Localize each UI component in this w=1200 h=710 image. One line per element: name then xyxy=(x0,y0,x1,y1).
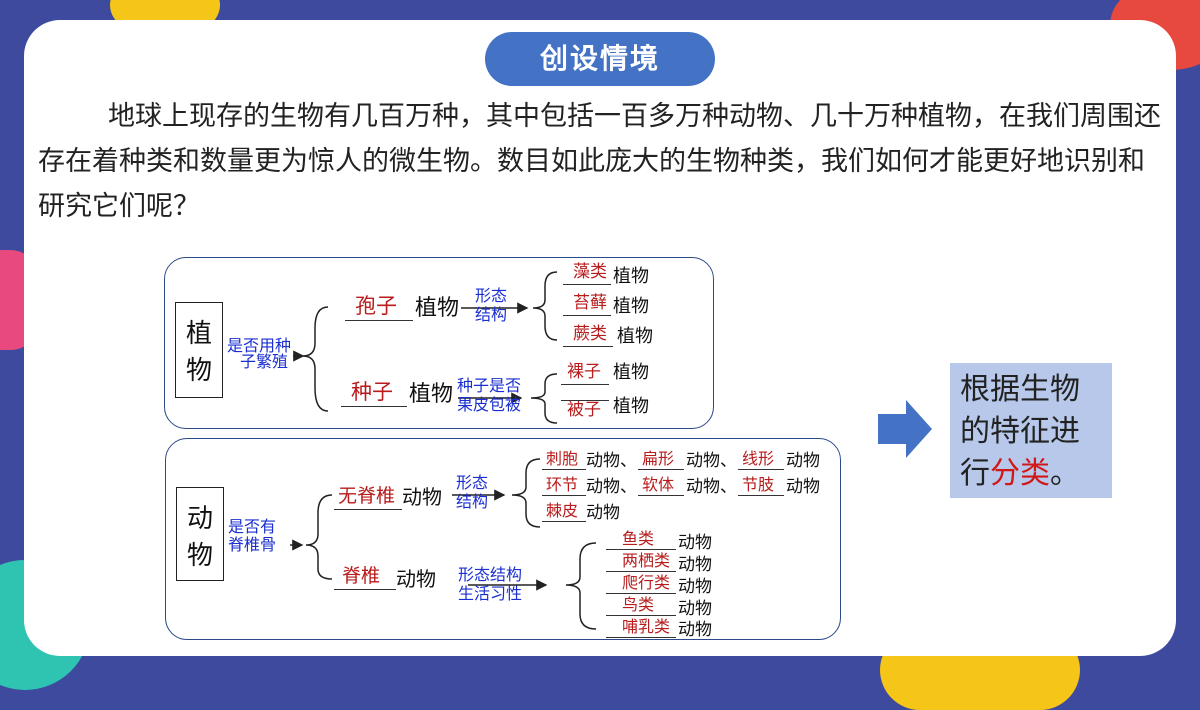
invertebrate-group-suffix: 动物、 xyxy=(586,451,637,471)
summary-text: 根据生物的特征进行 xyxy=(960,372,1080,491)
invertebrate-group-suffix: 动物、 xyxy=(686,451,737,471)
invertebrate-group-answer: 棘皮 xyxy=(546,501,579,520)
answer-underline xyxy=(542,495,586,496)
animal-label-char: 动 xyxy=(186,504,213,534)
invertebrate-group-suffix: 动物、 xyxy=(686,477,737,497)
spore-criterion: 形态 结构 xyxy=(475,288,507,323)
answer-underline xyxy=(738,469,784,470)
vertebrate-group-answer: 鸟类 xyxy=(622,595,655,614)
criterion-line: 种子是否 xyxy=(457,376,522,395)
invertebrate-group-answer: 软体 xyxy=(642,475,675,494)
answer-underline xyxy=(334,589,396,590)
answer-underline xyxy=(738,495,784,496)
plant-tree-lines xyxy=(293,271,558,424)
answer-underline xyxy=(341,406,407,407)
answer-underline xyxy=(561,400,609,401)
invertebrate-answer: 无脊椎 xyxy=(338,485,396,507)
vertebrate-group-suffix: 动物 xyxy=(678,599,712,619)
seed-group-answer: 裸子 xyxy=(567,362,601,382)
answer-underline xyxy=(334,509,402,510)
seed-criterion: 种子是否 果皮包被 xyxy=(457,378,521,413)
answer-underline xyxy=(345,320,413,321)
vertebrate-group-answer: 两栖类 xyxy=(622,551,671,570)
spore-group-answer: 藻类 xyxy=(573,262,607,282)
vertebrate-group-suffix: 动物 xyxy=(678,533,712,553)
plant-label-char: 物 xyxy=(185,356,212,386)
seed-plant-suffix: 植物 xyxy=(409,382,454,407)
answer-underline xyxy=(606,615,676,616)
invertebrate-suffix: 动物 xyxy=(402,485,442,509)
answer-underline xyxy=(638,469,684,470)
invertebrate-group-answer: 节肢 xyxy=(742,475,775,494)
plant-question-line: 子繁殖 xyxy=(240,352,289,371)
criterion-line: 生活习性 xyxy=(458,584,523,603)
invertebrate-group-suffix: 动物、 xyxy=(586,477,637,497)
criterion-line: 结构 xyxy=(456,492,489,511)
spore-group-answer: 苔藓 xyxy=(573,293,607,313)
invertebrate-group-answer: 刺胞 xyxy=(546,449,579,468)
vertebrate-group-suffix: 动物 xyxy=(678,577,712,597)
spore-plant-suffix: 植物 xyxy=(415,296,460,321)
vertebrate-answer: 脊椎 xyxy=(342,565,381,587)
answer-underline xyxy=(606,571,676,572)
plant-classification-panel: 植 物 是否用种 子繁殖 孢子 植物 形态 结构 种子 植物 种子是否 果皮包被… xyxy=(164,257,714,429)
criterion-line: 形态 xyxy=(456,473,489,492)
vertebrate-group-answer: 鱼类 xyxy=(622,529,655,548)
summary-highlight: 分类 xyxy=(990,456,1050,491)
animal-question-line: 脊椎骨 xyxy=(228,535,277,554)
seed-group-answer: 被子 xyxy=(567,400,601,420)
criterion-line: 形态结构 xyxy=(458,565,523,584)
vertebrate-suffix: 动物 xyxy=(396,567,436,591)
spore-group-suffix: 植物 xyxy=(617,326,653,347)
animal-label-box: 动 物 xyxy=(176,487,224,581)
invertebrate-group-suffix: 动物 xyxy=(786,477,820,497)
plant-question: 是否用种 子繁殖 xyxy=(227,338,291,370)
summary-box: 根据生物的特征进行分类。 xyxy=(950,363,1112,498)
answer-underline xyxy=(606,593,676,594)
content-card: 创设情境 地球上现存的生物有几百万种，其中包括一百多万种动物、几十万种植物，在我… xyxy=(24,20,1176,656)
section-title-pill: 创设情境 xyxy=(485,32,715,86)
vertebrate-group-answer: 哺乳类 xyxy=(622,617,671,636)
answer-underline xyxy=(542,521,586,522)
summary-end: 。 xyxy=(1050,456,1080,491)
seed-plant-answer: 种子 xyxy=(351,380,393,404)
spore-group-suffix: 植物 xyxy=(613,296,649,317)
animal-classification-panel: 动 物 是否有 脊椎骨 无脊椎 动物 形态 结构 脊椎 动物 形态结构 生活习性… xyxy=(165,438,841,640)
invertebrate-group-suffix: 动物 xyxy=(586,503,620,523)
vertebrate-group-suffix: 动物 xyxy=(678,620,712,640)
invertebrate-criterion: 形态 结构 xyxy=(456,475,488,510)
seed-group-suffix: 植物 xyxy=(613,362,649,383)
invertebrate-group-answer: 环节 xyxy=(546,475,579,494)
right-arrow-icon xyxy=(878,400,932,458)
plant-label-box: 植 物 xyxy=(175,302,223,398)
spore-group-suffix: 植物 xyxy=(613,266,649,287)
answer-underline xyxy=(563,284,611,285)
invertebrate-group-answer: 线形 xyxy=(742,449,775,468)
plant-question-line: 是否用种 xyxy=(227,336,292,355)
animal-tree-lines xyxy=(290,458,597,630)
seed-group-suffix: 植物 xyxy=(613,396,649,417)
criterion-line: 形态 xyxy=(475,286,508,305)
criterion-line: 结构 xyxy=(475,305,508,324)
animal-question-line: 是否有 xyxy=(228,517,277,536)
invertebrate-group-suffix: 动物 xyxy=(786,451,820,471)
plant-label-char: 植 xyxy=(185,319,212,349)
answer-underline xyxy=(563,346,613,347)
answer-underline xyxy=(563,315,611,316)
vertebrate-group-suffix: 动物 xyxy=(678,555,712,575)
answer-underline xyxy=(561,384,609,385)
spore-plant-answer: 孢子 xyxy=(355,294,397,318)
answer-underline xyxy=(606,637,676,638)
answer-underline xyxy=(606,549,676,550)
invertebrate-group-answer: 扁形 xyxy=(642,449,675,468)
spore-group-answer: 蕨类 xyxy=(573,324,607,344)
answer-underline xyxy=(638,495,684,496)
vertebrate-group-answer: 爬行类 xyxy=(622,573,671,592)
vertebrate-criterion: 形态结构 生活习性 xyxy=(458,567,522,602)
answer-underline xyxy=(542,469,586,470)
animal-question: 是否有 脊椎骨 xyxy=(228,519,276,553)
animal-label-char: 物 xyxy=(186,541,213,571)
criterion-line: 果皮包被 xyxy=(457,395,522,414)
intro-paragraph: 地球上现存的生物有几百万种，其中包括一百多万种动物、几十万种植物，在我们周围还存… xyxy=(38,101,1161,222)
